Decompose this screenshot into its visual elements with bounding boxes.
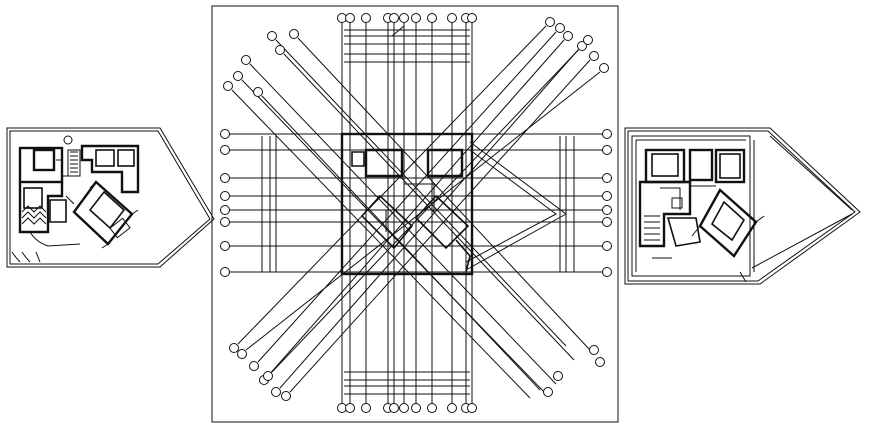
grid-bubble-icon (577, 41, 587, 51)
left-floor-plan (11, 135, 140, 263)
grid-bubble-icon (220, 267, 230, 277)
right-floor-plan (638, 148, 765, 283)
centre-gridlines (228, 22, 604, 404)
grid-bubble-icon (241, 55, 251, 65)
grid-bubble-icon (553, 371, 563, 381)
grid-bubble-icon (563, 31, 573, 41)
left-panel-outline (6, 127, 215, 268)
grid-bubble-icon (220, 129, 230, 139)
right-panel-inner-outline (627, 130, 856, 282)
grid-bubble-icon (233, 71, 243, 81)
diagonal-gridline (279, 49, 579, 389)
diagonal-gridline (241, 79, 547, 395)
grid-bubble-icon (602, 205, 612, 215)
grid-bubble-icon (589, 345, 599, 355)
grid-bubble-icon (602, 145, 612, 155)
grid-bubble-icon (602, 217, 612, 227)
grid-bubble-icon (602, 191, 612, 201)
diagonal-gridline (275, 39, 567, 347)
grid-bubble-icon (543, 387, 553, 397)
grid-bubble-icon (602, 267, 612, 277)
grid-bubble-icon (223, 81, 233, 91)
grid-bubble-icon (399, 13, 409, 23)
grid-bubble-icon (263, 371, 273, 381)
grid-bubble-icon (467, 13, 477, 23)
grid-bubble-icon (220, 241, 230, 251)
grid-bubble-icon (411, 13, 421, 23)
diagonal-gridline (249, 63, 557, 385)
left-panel-inner-outline (9, 130, 211, 265)
grid-bubble-icon (220, 191, 230, 201)
grid-bubble-icon (275, 45, 285, 55)
grid-bubble-icon (289, 29, 299, 39)
grid-bubble-icon (602, 129, 612, 139)
grid-bubble-icon (602, 241, 612, 251)
grid-bubble-icon (345, 13, 355, 23)
grid-bubble-icon (345, 403, 355, 413)
right-floor-plan-panel (624, 127, 861, 285)
grid-bubble-icon (545, 17, 555, 27)
grid-bubble-icon (267, 31, 277, 41)
grid-bubble-icon (281, 391, 291, 401)
diagonal-gridline (271, 43, 585, 373)
right-panel-outline (624, 127, 861, 285)
grid-bubble-icon (427, 13, 437, 23)
left-floor-plan-panel (6, 127, 215, 268)
grid-bubble-icon (220, 173, 230, 183)
diagonal-gridline (267, 39, 565, 377)
grid-bubble-icon (602, 173, 612, 183)
grid-bubble-icon (447, 403, 457, 413)
grid-bubble-icon (411, 403, 421, 413)
diagonal-gridline (289, 59, 591, 393)
diagonal-gridline (261, 95, 541, 391)
grid-bubble-icon (595, 357, 605, 367)
grid-bubble-icon (467, 403, 477, 413)
grid-bubble-icon (599, 63, 609, 73)
centre-grid-plan-panel (211, 5, 619, 423)
grid-bubble-icon (220, 145, 230, 155)
grid-bubble-icon (253, 87, 263, 97)
grid-bubble-icon (555, 23, 565, 33)
grid-bubble-icon (361, 13, 371, 23)
centre-building-core (340, 24, 567, 400)
centre-panel-frame (211, 5, 619, 423)
grid-bubble-icon (389, 403, 399, 413)
grid-bubble-icon (399, 403, 409, 413)
grid-bubble-icon (229, 343, 239, 353)
grid-bubble-icon (271, 387, 281, 397)
grid-bubble-icon (583, 35, 593, 45)
grid-bubble-icon (249, 361, 259, 371)
grid-bubble-icon (220, 217, 230, 227)
grid-bubble-icon (447, 13, 457, 23)
centre-grid-bubbles (220, 13, 612, 413)
grid-bubble-icon (361, 403, 371, 413)
grid-bubble-icon (589, 51, 599, 61)
grid-bubble-icon (389, 13, 399, 23)
grid-bubble-icon (220, 205, 230, 215)
diagonal-gridline (257, 31, 557, 363)
diagonal-gridline (237, 25, 547, 345)
grid-bubble-icon (237, 349, 247, 359)
grid-bubble-icon (427, 403, 437, 413)
